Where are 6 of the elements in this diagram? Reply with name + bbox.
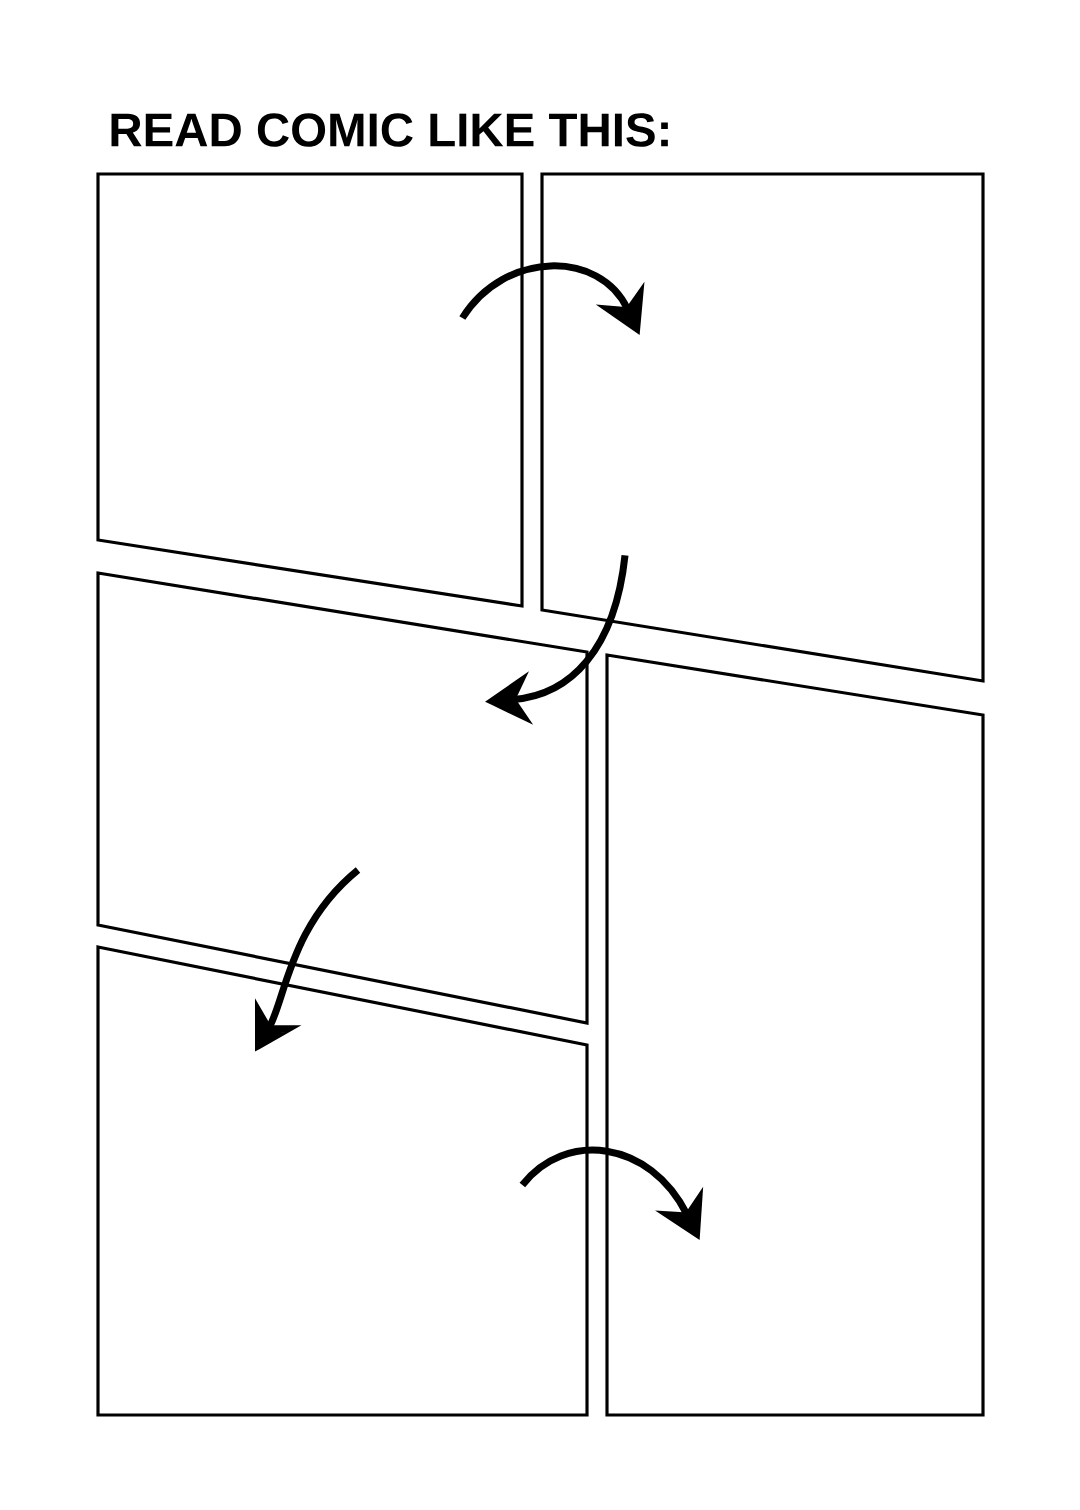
comic-panel — [96, 172, 524, 608]
comic-panel — [605, 653, 985, 1417]
comic-panel — [540, 172, 985, 683]
title: READ COMIC LIKE THIS: — [111, 113, 668, 147]
comic-panel — [96, 945, 589, 1417]
comic-panel — [96, 571, 589, 1025]
